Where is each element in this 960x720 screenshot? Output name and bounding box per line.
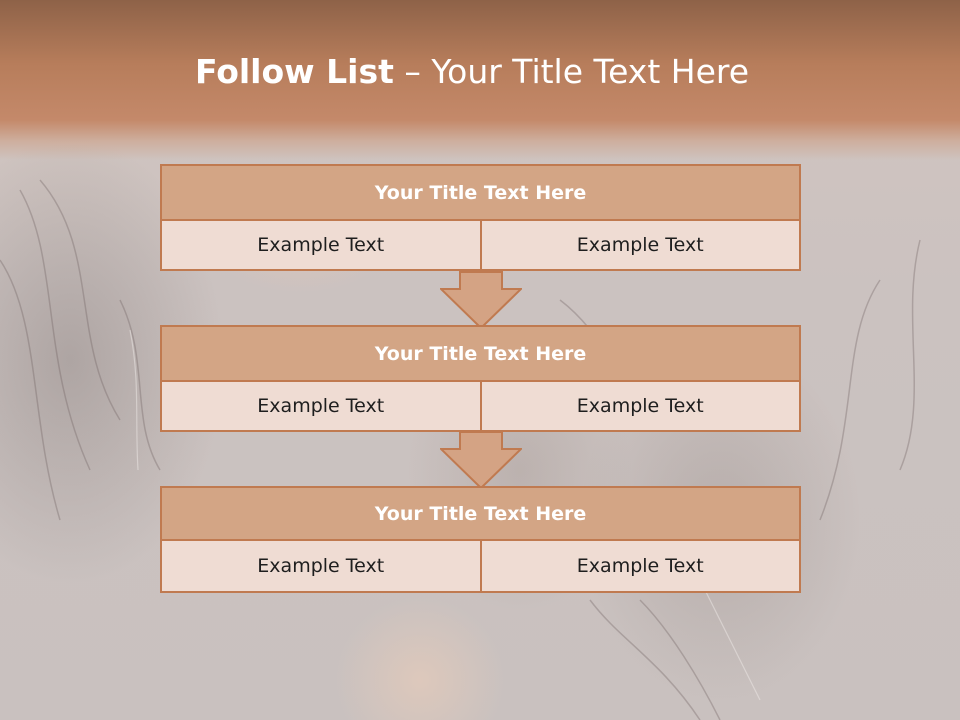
slide-title-rest: – Your Title Text Here: [393, 52, 750, 91]
slide-title: Follow List – Your Title Text Here: [0, 52, 944, 91]
down-arrow-icon: [440, 271, 522, 329]
step-row: Example Text Example Text: [160, 221, 801, 271]
step-left-text: Example Text: [257, 555, 385, 577]
step-title: Your Title Text Here: [160, 486, 801, 541]
down-arrow-icon: [440, 431, 522, 489]
step-title: Your Title Text Here: [160, 325, 801, 382]
step-right-text: Example Text: [479, 221, 800, 269]
step-row: Example Text Example Text: [160, 382, 801, 432]
slide-title-bold: Follow List: [194, 52, 394, 91]
step-right-text: Example Text: [479, 541, 800, 591]
step-row: Example Text Example Text: [160, 541, 801, 593]
step-left-text: Example Text: [257, 234, 385, 256]
step-title: Your Title Text Here: [160, 164, 801, 221]
step-left-text: Example Text: [257, 395, 385, 417]
step-right-text: Example Text: [479, 382, 800, 430]
title-band: [0, 0, 960, 160]
